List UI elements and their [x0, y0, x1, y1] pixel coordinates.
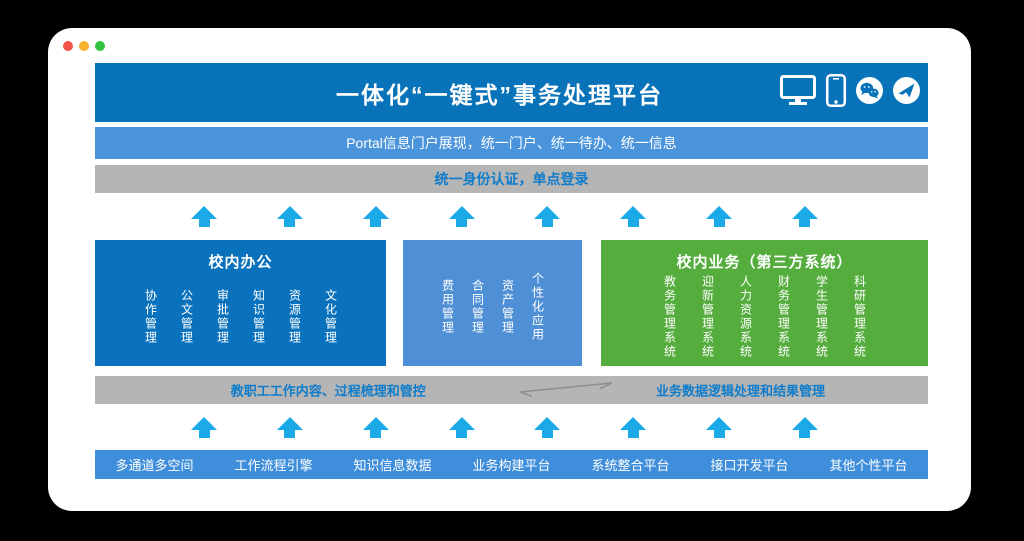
office-item: 审批管理 — [215, 289, 230, 345]
systems-row: 校内办公 协作管理 公文管理 审批管理 知识管理 资源管理 文化管理 费用管理 … — [95, 240, 928, 366]
up-arrow-icon — [534, 417, 561, 438]
platform-bar: 多通道多空间 工作流程引擎 知识信息数据 业务构建平台 系统整合平台 接口开发平… — [95, 450, 928, 479]
smartphone-icon — [826, 73, 846, 112]
up-arrow-icon — [191, 206, 217, 227]
up-arrow-icon — [706, 206, 733, 227]
wechat-icon — [856, 76, 883, 109]
process-bar-right-text: 业务数据逻辑处理和结果管理 — [656, 383, 826, 399]
business-item: 科研管理系统 — [852, 275, 867, 359]
office-box: 校内办公 协作管理 公文管理 审批管理 知识管理 资源管理 文化管理 — [95, 240, 386, 366]
diagram: 一体化“一键式”事务处理平台 — [95, 63, 928, 479]
up-arrow-icon — [448, 417, 475, 438]
arrow-row-top — [95, 206, 928, 227]
business-item: 教务管理系统 — [662, 275, 677, 359]
business-box-title: 校内业务（第三方系统） — [676, 254, 853, 271]
platform-item: 系统整合平台 — [591, 458, 670, 473]
up-arrow-icon — [620, 417, 647, 438]
up-arrow-icon — [534, 206, 561, 227]
apps-item: 个性化应用 — [530, 271, 545, 342]
process-bar-left-text: 教职工工作内容、过程梳理和管控 — [230, 383, 426, 399]
up-arrow-icon — [448, 206, 475, 227]
paper-plane-icon — [893, 76, 920, 109]
office-item: 文化管理 — [323, 289, 338, 345]
up-arrow-icon — [276, 417, 303, 438]
platform-item: 工作流程引擎 — [234, 458, 313, 473]
app-window: 一体化“一键式”事务处理平台 — [48, 28, 971, 511]
office-box-title: 校内办公 — [208, 254, 273, 271]
office-item: 协作管理 — [143, 289, 158, 345]
minimize-button[interactable] — [79, 41, 89, 51]
up-arrow-icon — [620, 206, 647, 227]
auth-bar-text: 统一身份认证，单点登录 — [434, 171, 589, 187]
platform-item: 其他个性平台 — [829, 458, 908, 473]
apps-item: 资产管理 — [500, 278, 515, 335]
up-arrow-icon — [362, 206, 389, 227]
apps-item: 费用管理 — [440, 278, 455, 335]
zoom-button[interactable] — [95, 41, 105, 51]
arrow-row-bottom — [95, 417, 928, 438]
platform-item: 接口开发平台 — [710, 458, 789, 473]
window-controls — [63, 41, 105, 51]
business-item: 迎新管理系统 — [700, 275, 715, 359]
auth-bar: 统一身份认证，单点登录 — [95, 165, 928, 193]
page-title: 一体化“一键式”事务处理平台 — [336, 81, 663, 108]
business-item: 人力资源系统 — [738, 275, 753, 359]
office-item: 公文管理 — [179, 289, 194, 345]
close-button[interactable] — [63, 41, 73, 51]
office-items: 协作管理 公文管理 审批管理 知识管理 资源管理 文化管理 — [95, 272, 386, 366]
office-item: 资源管理 — [287, 289, 302, 345]
apps-box: 费用管理 合同管理 资产管理 个性化应用 — [403, 240, 582, 366]
platform-header: 一体化“一键式”事务处理平台 — [95, 63, 928, 122]
business-box: 校内业务（第三方系统） 教务管理系统 迎新管理系统 人力资源系统 财务管理系统 … — [601, 240, 928, 366]
apps-items: 费用管理 合同管理 资产管理 个性化应用 — [403, 251, 582, 366]
business-items: 教务管理系统 迎新管理系统 人力资源系统 财务管理系统 学生管理系统 科研管理系… — [601, 272, 928, 366]
up-arrow-icon — [791, 206, 818, 227]
portal-bar: Portal信息门户展现，统一门户、统一待办、统一信息 — [95, 127, 928, 159]
monitor-icon — [780, 74, 816, 111]
up-arrow-icon — [791, 417, 818, 438]
business-item: 财务管理系统 — [776, 275, 791, 359]
apps-item: 合同管理 — [470, 278, 485, 335]
business-item: 学生管理系统 — [814, 275, 829, 359]
up-arrow-icon — [706, 417, 733, 438]
up-arrow-icon — [276, 206, 303, 227]
device-icons — [780, 73, 920, 112]
up-arrow-icon — [191, 417, 217, 438]
platform-item: 知识信息数据 — [353, 458, 432, 473]
platform-item: 业务构建平台 — [472, 458, 551, 473]
platform-item: 多通道多空间 — [115, 458, 194, 473]
process-bar: 教职工工作内容、过程梳理和管控 业务数据逻辑处理和结果管理 — [95, 376, 928, 404]
portal-bar-text: Portal信息门户展现，统一门户、统一待办、统一信息 — [346, 135, 677, 151]
up-arrow-icon — [362, 417, 389, 438]
office-item: 知识管理 — [251, 289, 266, 345]
double-arrow-icon — [516, 377, 616, 404]
